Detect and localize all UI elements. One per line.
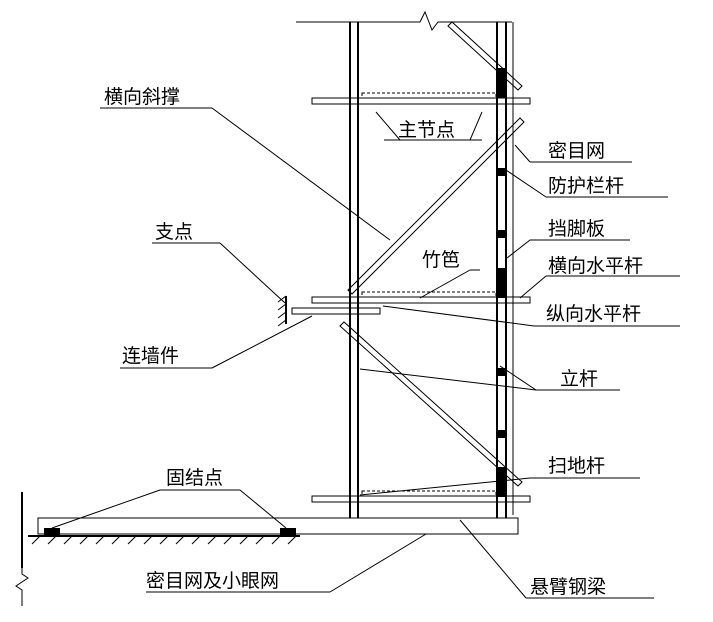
label-safety-net-and-fine-mesh: 密目网及小眼网 [146,570,279,592]
building-wall-edge [15,492,29,606]
label-cantilever-steel-beam: 悬臂钢梁 [530,576,606,598]
bamboo-mat-bottom [361,490,497,497]
floor-slab [28,535,300,545]
fixing-point-left [44,528,60,536]
label-transverse-horizontal-bar: 横向水平杆 [548,255,643,277]
top-break-line [296,10,512,32]
label-longitudinal-horizontal-bar: 纵向水平杆 [546,303,641,325]
leader-lines [51,107,680,599]
diagonal-brace-top [447,21,523,91]
bamboo-mat-top [361,92,497,99]
inner-standard-pole [349,22,359,518]
label-sweeping-rod: 扫地杆 [548,455,605,477]
label-safety-net: 密目网 [548,140,605,162]
label-support-point: 支点 [155,221,193,243]
guardrail [498,168,505,438]
label-main-node: 主节点 [398,119,455,141]
bamboo-mat-middle [361,291,497,298]
label-transverse-diagonal-brace: 横向斜撑 [104,86,180,108]
label-fixing-point: 固结点 [166,467,223,489]
label-standard-pole: 立杆 [560,368,598,390]
diagonal-brace-bottom [339,321,523,487]
transverse-horizontal-bar-top [311,97,531,105]
label-toe-board: 挡脚板 [548,218,605,240]
transverse-horizontal-bar-bottom [311,495,531,503]
label-bamboo-mat: 竹笆 [422,249,460,271]
label-guardrail: 防护栏杆 [548,175,624,197]
toe-board [498,68,506,497]
fixing-point-right [280,528,296,536]
transverse-diagonal-brace [347,117,525,295]
sweeping-rod [359,477,531,496]
cantilever-steel-beam [37,517,519,535]
label-wall-tie: 连墙件 [122,345,179,367]
wall-tie [277,295,381,327]
